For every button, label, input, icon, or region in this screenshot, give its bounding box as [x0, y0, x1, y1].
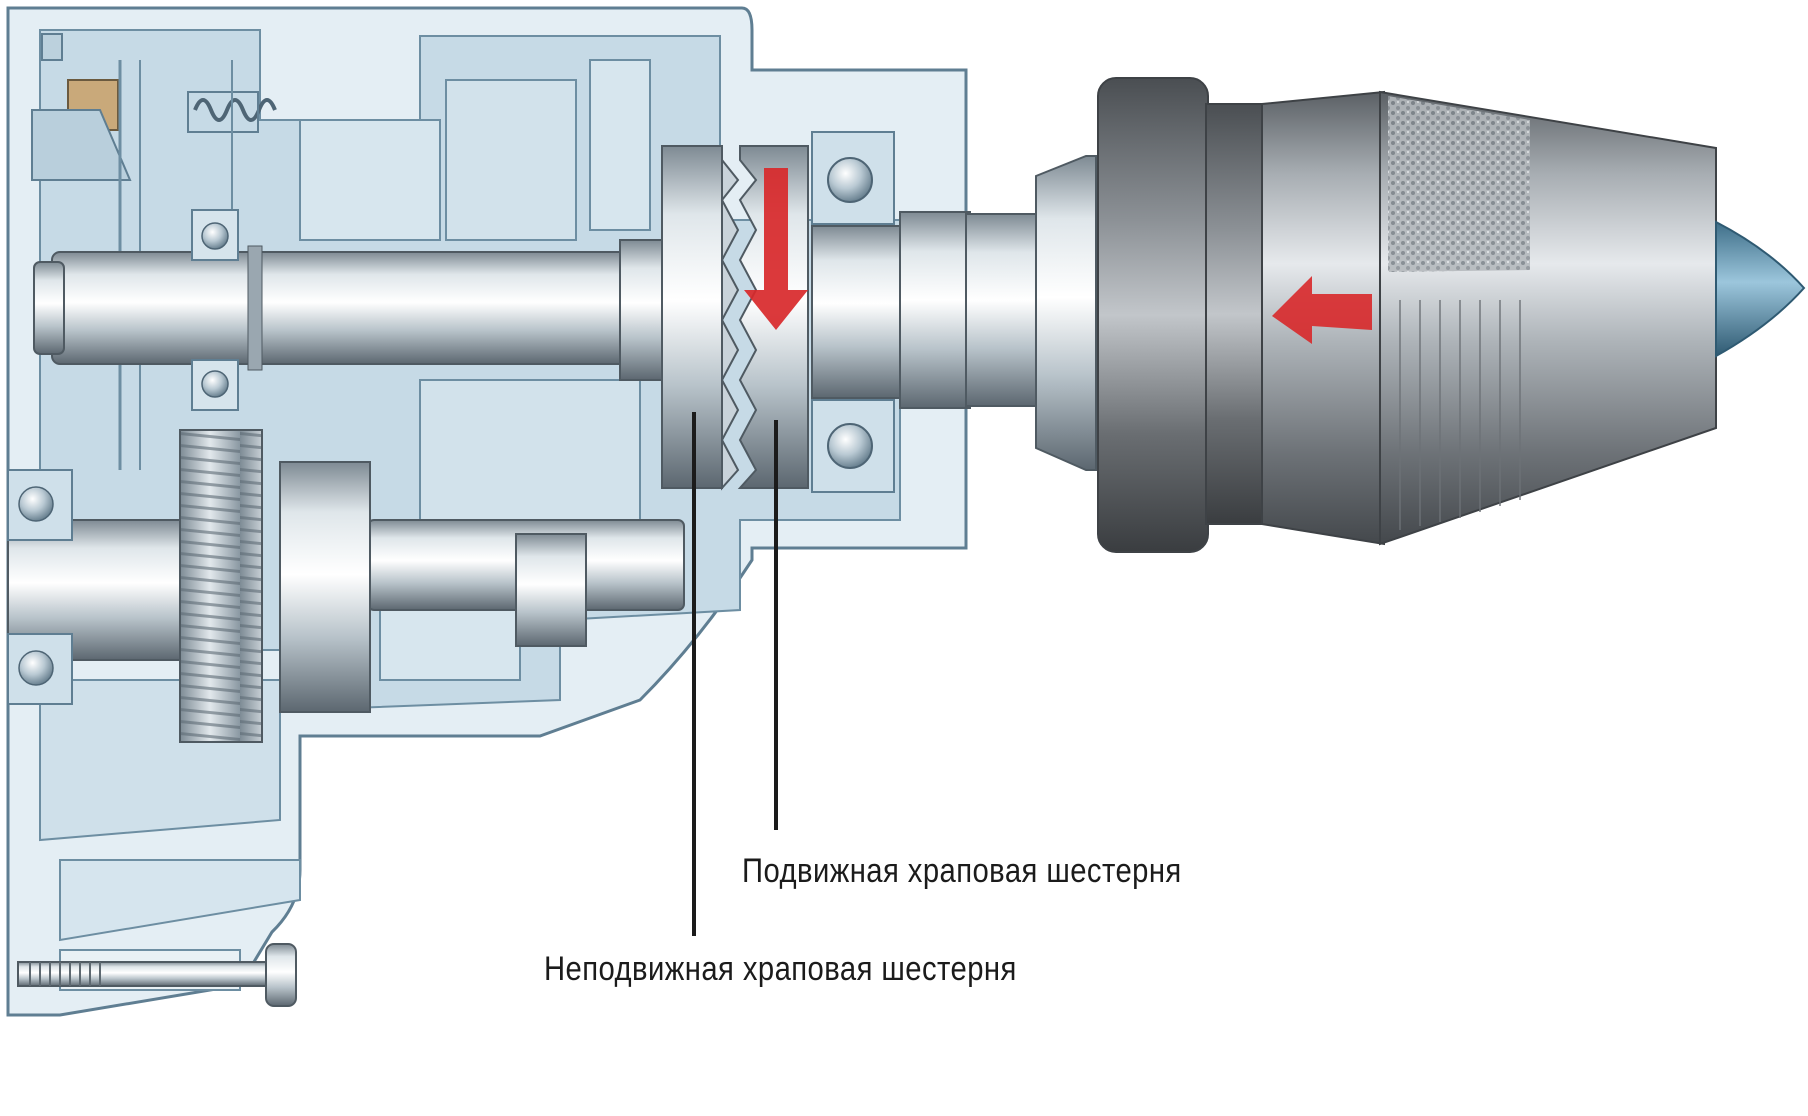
lower-left-bearings: [7, 469, 73, 705]
helical-gear: [179, 429, 263, 743]
housing-screw: [17, 943, 297, 1007]
label-fixed-ratchet-gear: Неподвижная храповая шестерня: [544, 950, 1017, 988]
left-upper-bearing: [191, 209, 239, 261]
red-arrow-left-icon: [1272, 276, 1372, 344]
right-lower-bearing: [811, 399, 895, 493]
main-spindle-shaft: [33, 239, 681, 381]
drill-bit-tip: [1715, 220, 1806, 358]
left-lower-bearing: [191, 359, 239, 411]
intermediate-shaft: [7, 461, 685, 713]
label-moving-ratchet-gear: Подвижная храповая шестерня: [742, 852, 1182, 890]
right-upper-bearing: [811, 131, 895, 225]
keyless-chuck: [1097, 77, 1717, 553]
red-arrow-down-icon: [744, 168, 808, 330]
output-shaft: [811, 155, 1097, 471]
